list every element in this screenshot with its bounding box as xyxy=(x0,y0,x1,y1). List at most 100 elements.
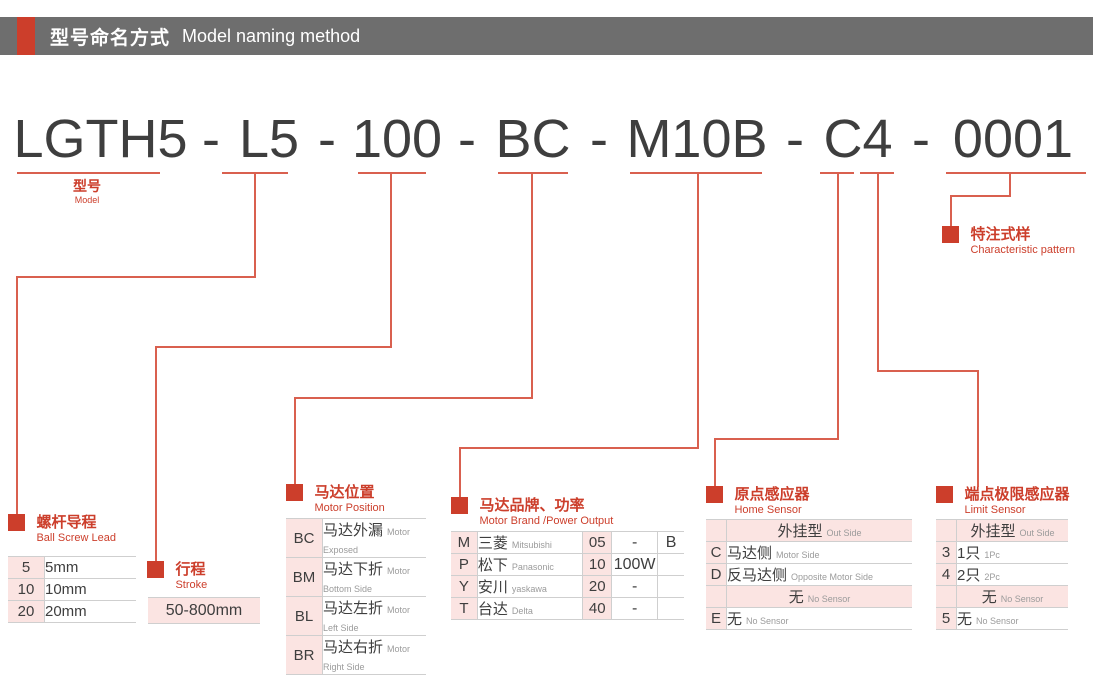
power-value-cell: 100W xyxy=(611,553,659,576)
callout-motor-brand: 马达品牌、功率 Motor Brand /Power Output xyxy=(451,497,613,528)
leader-underline-model xyxy=(17,172,160,174)
header-accent-block xyxy=(17,17,35,55)
leader-rise-characteristic xyxy=(950,195,952,227)
motor-position-code-cell: BL xyxy=(286,596,323,636)
brand-code-cell: Y xyxy=(451,575,478,598)
power-code-cell: 10 xyxy=(582,553,613,576)
leader-drop-characteristic xyxy=(1009,172,1011,196)
motor-brand-marker-icon xyxy=(451,497,468,514)
callout-motor-position-en: Motor Position xyxy=(314,502,385,514)
code-separator-4: - xyxy=(590,109,608,169)
callout-home-sensor-en: Home Sensor xyxy=(734,504,802,516)
limit-sensor-code-cell: 4 xyxy=(936,563,957,586)
leader-underline-characteristic xyxy=(946,172,1086,174)
power-code-cell: 40 xyxy=(582,597,613,620)
lead-marker-icon xyxy=(8,514,25,531)
callout-motor-brand-en: Motor Brand /Power Output xyxy=(479,515,614,527)
leader-run-stroke xyxy=(155,346,392,348)
home-sensor-code-cell: D xyxy=(706,563,727,586)
brand-suffix-cell xyxy=(657,553,684,576)
callout-model-cn: 型号 xyxy=(73,178,101,194)
brand-code-cell: P xyxy=(451,553,478,576)
lead-code-cell: 10 xyxy=(8,578,45,601)
code-separator-2: - xyxy=(318,109,336,169)
power-value-cell: - xyxy=(611,531,659,554)
callout-lead-cn: 螺杆导程 xyxy=(36,514,97,531)
callout-home-sensor-cn: 原点感应器 xyxy=(734,486,810,503)
brand-code-cell: M xyxy=(451,531,478,554)
callout-motor-brand-cn: 马达品牌、功率 xyxy=(479,497,585,514)
callout-home-sensor: 原点感应器 Home Sensor xyxy=(706,486,809,517)
brand-code-cell: T xyxy=(451,597,478,620)
callout-stroke: 行程 Stroke xyxy=(147,561,207,592)
code-segment-motor-brand: M10B xyxy=(626,109,768,169)
leader-run-brand xyxy=(459,447,699,449)
model-code-line: LGTH5 - L5 - 100 - BC - M10B - C4 - 0001 xyxy=(0,108,1093,170)
power-code-cell: 05 xyxy=(582,531,613,554)
code-separator-6: - xyxy=(912,109,930,169)
callout-limit-sensor: 端点极限感应器 Limit Sensor xyxy=(936,486,1069,517)
home-sensor-code-cell xyxy=(706,585,727,608)
code-segment-characteristic: 0001 xyxy=(952,109,1074,169)
callout-characteristic-en: Characteristic pattern xyxy=(970,244,1075,256)
leader-drop-limit xyxy=(877,172,879,372)
leader-rise-motorpos xyxy=(294,397,296,484)
brand-suffix-cell xyxy=(657,597,684,620)
power-value-cell: - xyxy=(611,597,659,620)
home-sensor-marker-icon xyxy=(706,486,723,503)
stroke-marker-icon xyxy=(147,561,164,578)
motor-position-code-cell: BR xyxy=(286,635,323,675)
lead-value-cell: 20mm xyxy=(44,600,136,623)
callout-lead-en: Ball Screw Lead xyxy=(36,532,116,544)
leader-fall-limit xyxy=(977,370,979,487)
leader-drop-brand xyxy=(697,172,699,448)
motor-position-code-cell: BC xyxy=(286,518,323,558)
page-header: 型号命名方式 Model naming method xyxy=(0,17,1093,55)
power-value-cell: - xyxy=(611,575,659,598)
brand-suffix-cell: B xyxy=(657,531,684,554)
callout-characteristic-cn: 特注式样 xyxy=(970,226,1031,243)
header-title-en: Model naming method xyxy=(182,25,361,46)
leader-drop-home xyxy=(837,172,839,439)
leader-rise-lead xyxy=(16,276,18,516)
leader-run-limit xyxy=(877,370,979,372)
home-sensor-code-cell: E xyxy=(706,607,727,630)
code-separator-5: - xyxy=(786,109,804,169)
home-sensor-code-cell: C xyxy=(706,541,727,564)
leader-underline-motorpos xyxy=(498,172,568,174)
callout-characteristic: 特注式样 Characteristic pattern xyxy=(942,226,1075,257)
code-segment-stroke: 100 xyxy=(351,109,443,169)
